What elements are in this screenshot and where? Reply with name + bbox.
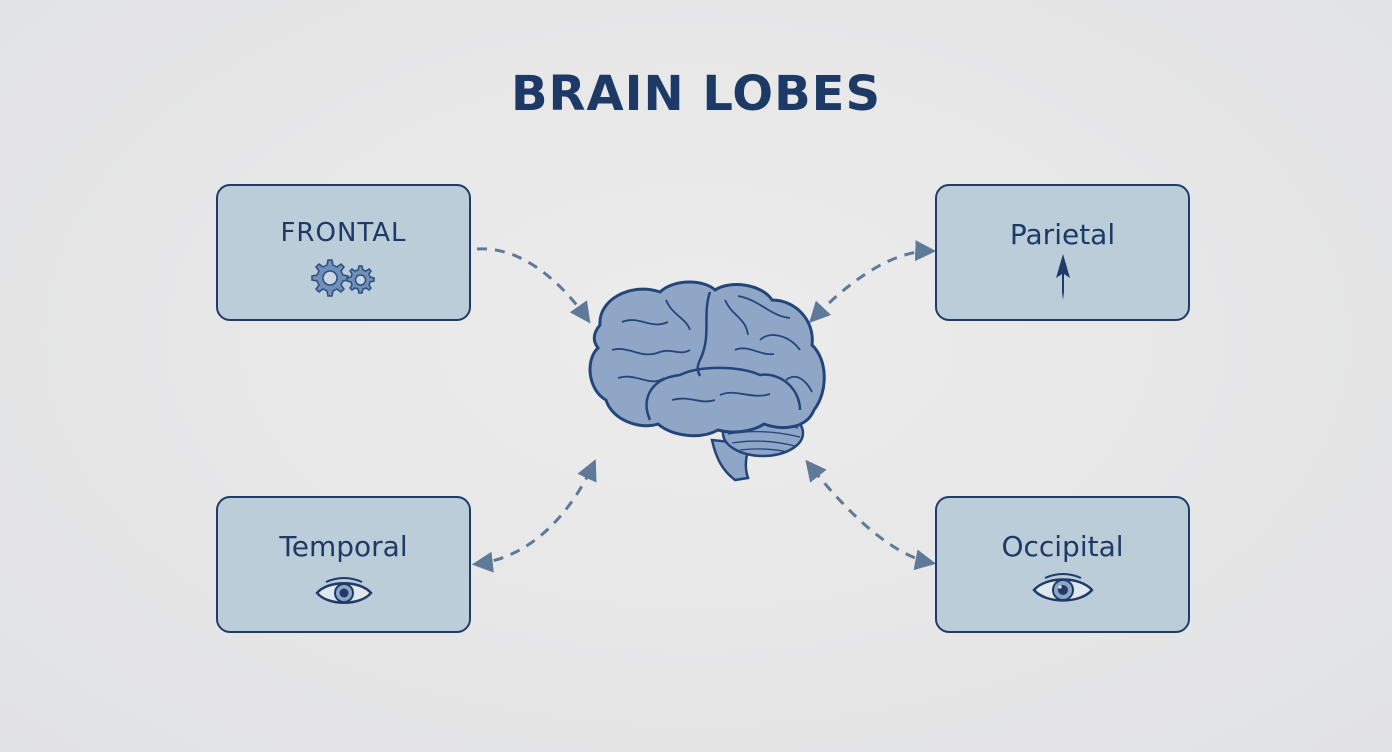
brain-icon: [588, 280, 826, 482]
temporal-lobe-box: Temporal: [216, 496, 471, 633]
occipital-lobe-label: Occipital: [1001, 530, 1124, 563]
connector-occipital: [805, 459, 937, 571]
diagram-title: BRAIN LOBES: [510, 66, 882, 122]
parietal-lobe-box: Parietal: [935, 184, 1190, 321]
connector-temporal: [471, 459, 597, 573]
eye-icon: [1031, 573, 1094, 602]
frontal-lobe-label: FRONTAL: [280, 218, 407, 248]
parietal-lobe-label: Parietal: [1009, 218, 1116, 251]
occipital-lobe-box: Occipital: [935, 496, 1190, 633]
gears-icon: [310, 259, 375, 297]
frontal-lobe-box: FRONTAL: [216, 184, 471, 321]
connector-frontal: [476, 247, 591, 324]
temporal-lobe-label: Temporal: [279, 530, 408, 563]
connector-parietal: [809, 240, 937, 324]
eye-icon: [314, 577, 373, 604]
up-arrow-icon: [1055, 254, 1070, 300]
